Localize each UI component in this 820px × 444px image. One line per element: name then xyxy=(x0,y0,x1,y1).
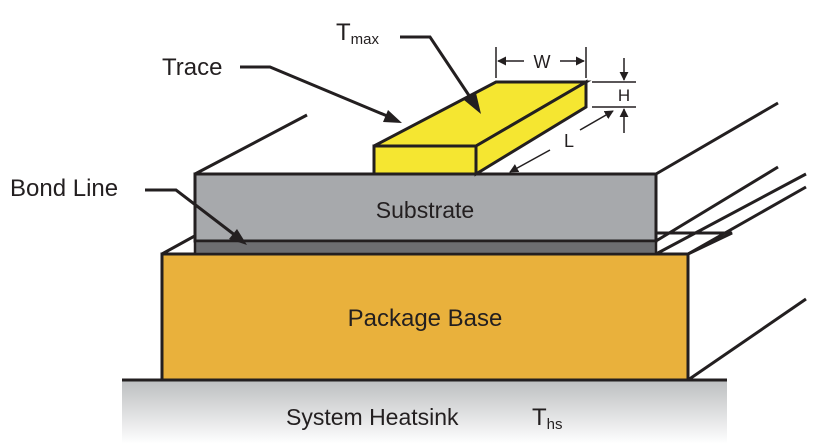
bond-line-receding-edge xyxy=(655,172,807,256)
t-max-subscript: max xyxy=(351,31,380,48)
t-max-leader xyxy=(400,35,476,104)
t-hs-subscript: hs xyxy=(547,416,563,433)
substrate-receding-edge-bottom-right xyxy=(655,165,779,243)
package-base-front-face xyxy=(160,252,690,382)
package-base-receding-edge-2 xyxy=(687,297,807,382)
trace-leader-arrowhead xyxy=(383,110,402,123)
bond-line xyxy=(193,172,807,256)
trace-callout: Trace xyxy=(162,54,402,123)
t-max-main: T xyxy=(336,19,351,46)
width-dimension: W xyxy=(495,47,587,78)
heatsink-body xyxy=(122,380,727,444)
bond-line-leader-arrowhead xyxy=(229,229,247,245)
length-label: L xyxy=(564,131,574,151)
t-max-callout: Tmax xyxy=(336,19,481,114)
bond-line-callout: Bond Line xyxy=(10,175,247,245)
trace xyxy=(372,79,592,177)
length-dimension: L xyxy=(509,110,614,173)
length-arrow-lower xyxy=(509,149,551,173)
substrate xyxy=(193,101,779,243)
length-arrow-upper xyxy=(579,110,614,131)
bond-line-label: Bond Line xyxy=(10,175,118,202)
t-hs-label: Ths xyxy=(532,404,563,433)
t-max-label: Tmax xyxy=(336,19,380,48)
package-base-label: Package Base xyxy=(348,305,503,332)
height-dimension: H xyxy=(592,58,636,133)
system-heatsink-label: System Heatsink xyxy=(286,404,459,430)
bond-line-layer xyxy=(193,239,658,256)
trace-front-face xyxy=(372,144,478,176)
package-base-receding-edge-1 xyxy=(687,185,807,256)
substrate-receding-edge-left xyxy=(194,113,308,176)
substrate-receding-edge-top-right xyxy=(655,101,779,176)
height-label: H xyxy=(618,86,630,105)
t-max-leader-arrowhead xyxy=(464,93,481,114)
substrate-label: Substrate xyxy=(376,197,474,223)
trace-label: Trace xyxy=(162,54,222,81)
t-hs-main: T xyxy=(532,404,547,431)
bond-line-leader xyxy=(145,188,241,241)
trace-leader xyxy=(240,65,393,120)
width-label: W xyxy=(534,52,551,72)
